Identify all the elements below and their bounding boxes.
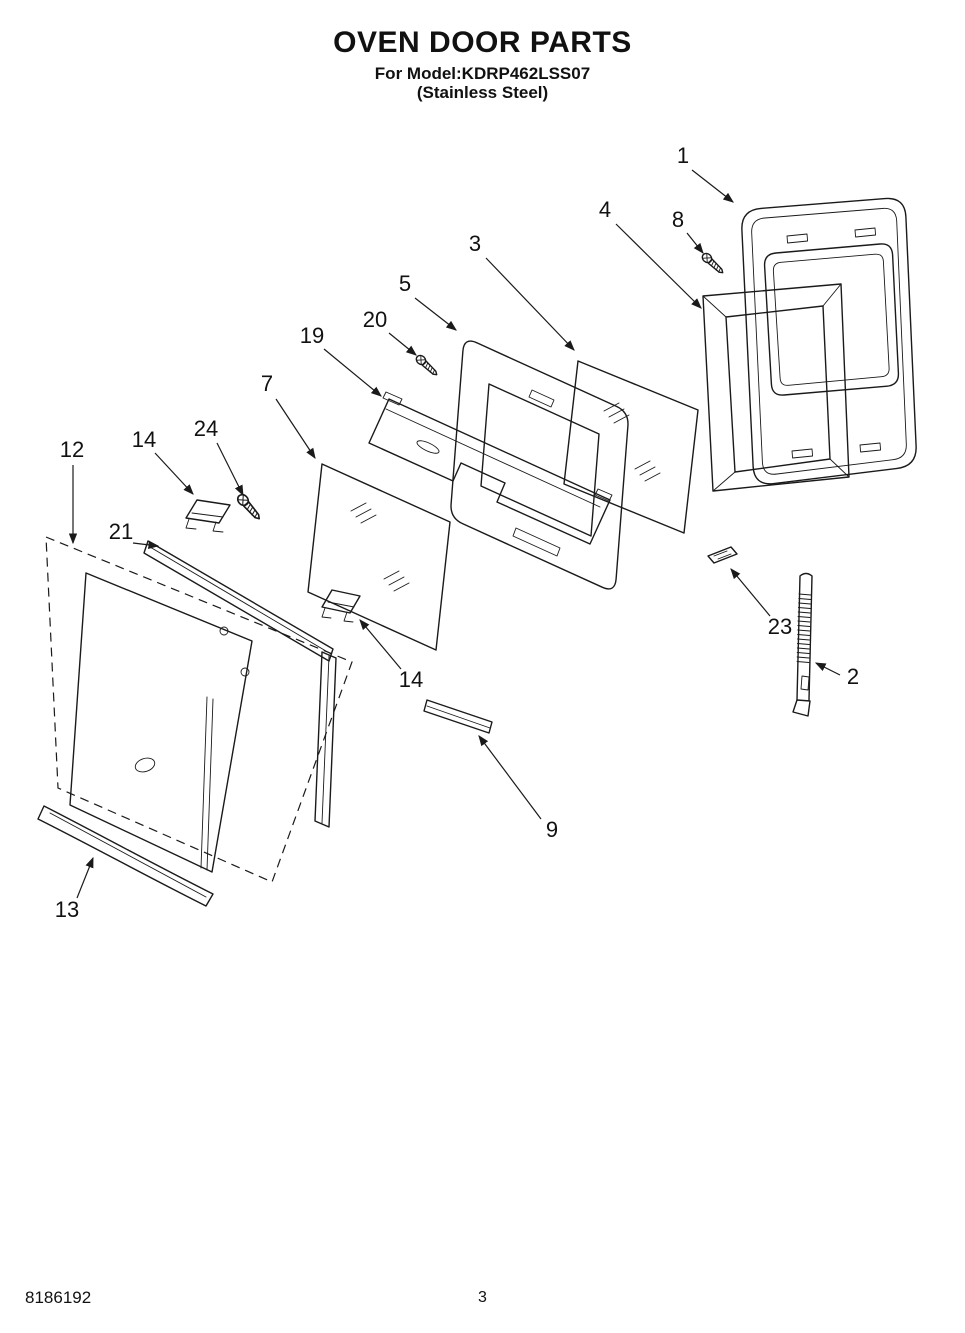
callout-label-24-8: 24	[194, 416, 218, 441]
part-bracket-14-lower	[321, 589, 361, 623]
finish-subtitle: (Stainless Steel)	[416, 83, 549, 103]
part-door-handle	[37, 805, 214, 907]
page-number: 3	[478, 1289, 487, 1306]
part-trim-strip-21	[143, 540, 337, 828]
callout-arrow-5-4	[414, 297, 457, 331]
callout-label-2-13: 2	[847, 664, 859, 689]
part-inner-window-panel	[69, 572, 253, 873]
callout-arrow-14-14	[359, 619, 402, 670]
callout-arrow-19-6	[323, 348, 382, 397]
part-screw-20	[413, 352, 441, 379]
model-subtitle: For Model:KDRP462LSS07	[374, 63, 591, 83]
callout-label-3-3: 3	[469, 231, 481, 256]
callout-label-9-15: 9	[546, 817, 558, 842]
page-title: OVEN DOOR PARTS	[333, 26, 632, 59]
callout-label-13-16: 13	[55, 897, 79, 922]
callout-arrow-13-16	[76, 856, 94, 899]
part-door-frame	[702, 283, 850, 492]
callout-label-14-14: 14	[399, 667, 423, 692]
part-glass-7	[307, 463, 451, 651]
part-screw-8	[699, 250, 727, 277]
callout-label-20-5: 20	[363, 307, 387, 332]
callout-label-1-0: 1	[677, 143, 689, 168]
callout-label-4-1: 4	[599, 197, 611, 222]
callout-label-8-2: 8	[672, 207, 684, 232]
callout-arrow-8-2	[686, 232, 704, 254]
callout-arrow-24-8	[216, 442, 244, 497]
part-glass-3	[563, 360, 699, 534]
part-bracket-panel	[368, 391, 613, 545]
part-outer-door-panel	[741, 197, 917, 485]
callout-arrow-20-5	[388, 332, 417, 356]
callout-arrow-21-11	[132, 540, 160, 550]
callout-arrow-3-3	[485, 257, 575, 351]
part-inner-door-liner	[450, 340, 629, 590]
part-strip-9	[423, 699, 493, 734]
callout-label-12-10: 12	[60, 437, 84, 462]
callout-arrow-2-13	[814, 662, 841, 676]
callout-arrow-1-0	[691, 169, 734, 203]
part-hinge-rail	[792, 572, 813, 717]
part-bracket-14-upper	[185, 499, 231, 533]
callout-label-21-11: 21	[109, 519, 133, 544]
callout-label-14-9: 14	[132, 427, 156, 452]
callout-arrow-9-15	[478, 735, 542, 820]
callout-label-19-6: 19	[300, 323, 324, 348]
part-screw-24	[234, 491, 264, 523]
page-header: OVEN DOOR PARTS For Model:KDRP462LSS07 (…	[0, 26, 965, 103]
callout-arrow-7-7	[275, 398, 316, 460]
part-spacer-23	[707, 546, 738, 564]
callout-arrow-14-9	[154, 452, 194, 495]
callout-arrow-4-1	[615, 223, 702, 309]
callout-arrow-23-12	[730, 568, 771, 617]
callout-label-23-12: 23	[768, 614, 792, 639]
document-number: 8186192	[25, 1288, 92, 1307]
callout-label-7-7: 7	[261, 371, 273, 396]
callout-label-5-4: 5	[399, 271, 411, 296]
